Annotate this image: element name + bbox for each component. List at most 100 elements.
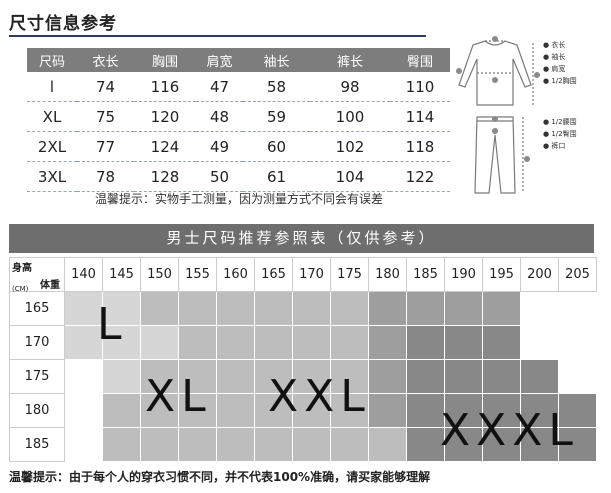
grid-cell (330, 325, 369, 360)
weight-header: 185 (406, 257, 445, 292)
grid-cell (140, 427, 179, 462)
measurement-tip: 温馨提示：实物手工测量，因为测量方式不同会有误差 (95, 192, 384, 206)
height-header: 175 (9, 359, 65, 394)
legend-item: ● 1/2腰围 (543, 118, 577, 126)
weight-header: 205 (558, 257, 597, 292)
table-cell: 104 (310, 161, 390, 192)
grid-cell (558, 427, 597, 462)
weight-header: 165 (254, 257, 293, 292)
size-table: 尺码 衣长 胸围 肩宽 袖长 裤长 臀围 l 74 116 47 58 98 1… (27, 48, 450, 192)
grid-cell (406, 359, 445, 394)
corner-height-label: 身高 (12, 262, 32, 274)
corner-weight-label: 体重 (40, 279, 60, 291)
grid-cell (216, 393, 255, 428)
measurement-figure: ● 衣长 ● 袖长 ● 肩宽 ● 1/2胸围 ● 1/2腰围 ● 1/2臀围 ●… (433, 35, 608, 200)
grid-cell (140, 393, 179, 428)
weight-header: 200 (520, 257, 559, 292)
header-cell: 胸围 (134, 48, 196, 72)
size-label-xl: XL (145, 371, 212, 422)
table-row: 3XL 78 128 50 61 104 122 (27, 161, 450, 192)
grid-cell (292, 427, 331, 462)
grid-cell (254, 325, 293, 360)
accuracy-tip: 温馨提示：由于每个人的穿衣习惯不同，并不代表100%准确，请买家能够理解 (9, 470, 431, 484)
grid-cell (178, 427, 217, 462)
table-row: 2XL 77 124 49 60 102 118 (27, 131, 450, 162)
size-label-xxxl: XXXL (440, 405, 579, 456)
table-cell: 78 (77, 161, 134, 192)
grid-cell (406, 427, 445, 462)
table-cell: 114 (390, 101, 450, 132)
grid-cell (406, 393, 445, 428)
table-cell: l (27, 72, 77, 102)
grid-cell (140, 291, 179, 326)
grid-cell (444, 427, 483, 462)
grid-cell (64, 393, 103, 428)
height-header: 165 (9, 291, 65, 326)
grid-cell (102, 325, 141, 360)
table-cell: 98 (310, 72, 390, 102)
grid-cell (140, 325, 179, 360)
size-table-header: 尺码 衣长 胸围 肩宽 袖长 裤长 臀围 (27, 48, 450, 72)
header-cell: 衣长 (77, 48, 134, 72)
table-cell: 110 (390, 72, 450, 102)
grid-cell (558, 393, 597, 428)
grid-cell (406, 325, 445, 360)
legend-item: ● 衣长 (543, 41, 566, 49)
shirt-outline (458, 40, 532, 106)
grid-cell (178, 325, 217, 360)
table-cell: 47 (196, 72, 243, 102)
grid-cell (444, 359, 483, 394)
weight-header: 145 (102, 257, 141, 292)
table-cell: XL (27, 101, 77, 132)
weight-header: 170 (292, 257, 331, 292)
grid-cell (292, 325, 331, 360)
grid-cell (482, 291, 521, 326)
header-cell: 裤长 (310, 48, 390, 72)
weight-header: 160 (216, 257, 255, 292)
page-title: 尺寸信息参考 (9, 14, 117, 34)
table-cell: 116 (134, 72, 196, 102)
grid-cell (64, 325, 103, 360)
grid-cell (254, 291, 293, 326)
grid-cell (520, 427, 559, 462)
header-cell: 尺码 (27, 48, 77, 72)
table-cell: 122 (390, 161, 450, 192)
grid-cell (558, 291, 597, 326)
grid-corner-cell: 体重(CM)身高 (9, 257, 65, 293)
weight-header: 175 (330, 257, 369, 292)
table-row: XL 75 120 48 59 100 114 (27, 101, 450, 132)
grid-cell (330, 427, 369, 462)
table-cell: 100 (310, 101, 390, 132)
legend-item: ● 肩宽 (543, 65, 566, 73)
grid-cell (216, 325, 255, 360)
grid-cell (102, 359, 141, 394)
pants-outline (474, 116, 516, 194)
table-cell: 58 (243, 72, 310, 102)
grid-cell (254, 427, 293, 462)
grid-cell (482, 359, 521, 394)
table-cell: 102 (310, 131, 390, 162)
title-underline (9, 35, 426, 37)
grid-cell (140, 359, 179, 394)
legend-item: ● 袖长 (543, 53, 566, 61)
height-row: 170 (9, 325, 597, 360)
table-cell: 48 (196, 101, 243, 132)
header-cell: 肩宽 (196, 48, 243, 72)
grid-cell (444, 291, 483, 326)
grid-cell (368, 427, 407, 462)
grid-cell (368, 393, 407, 428)
grid-cell (444, 393, 483, 428)
header-cell: 臀围 (390, 48, 450, 72)
grid-cell (64, 359, 103, 394)
table-cell: 124 (134, 131, 196, 162)
table-cell: 128 (134, 161, 196, 192)
grid-cell (254, 393, 293, 428)
weight-header: 150 (140, 257, 179, 292)
height-row: 180 (9, 393, 597, 428)
grid-cell (178, 291, 217, 326)
grid-cell (520, 359, 559, 394)
grid-cell (444, 325, 483, 360)
header-cell: 袖长 (243, 48, 310, 72)
weight-header: 140 (64, 257, 103, 292)
